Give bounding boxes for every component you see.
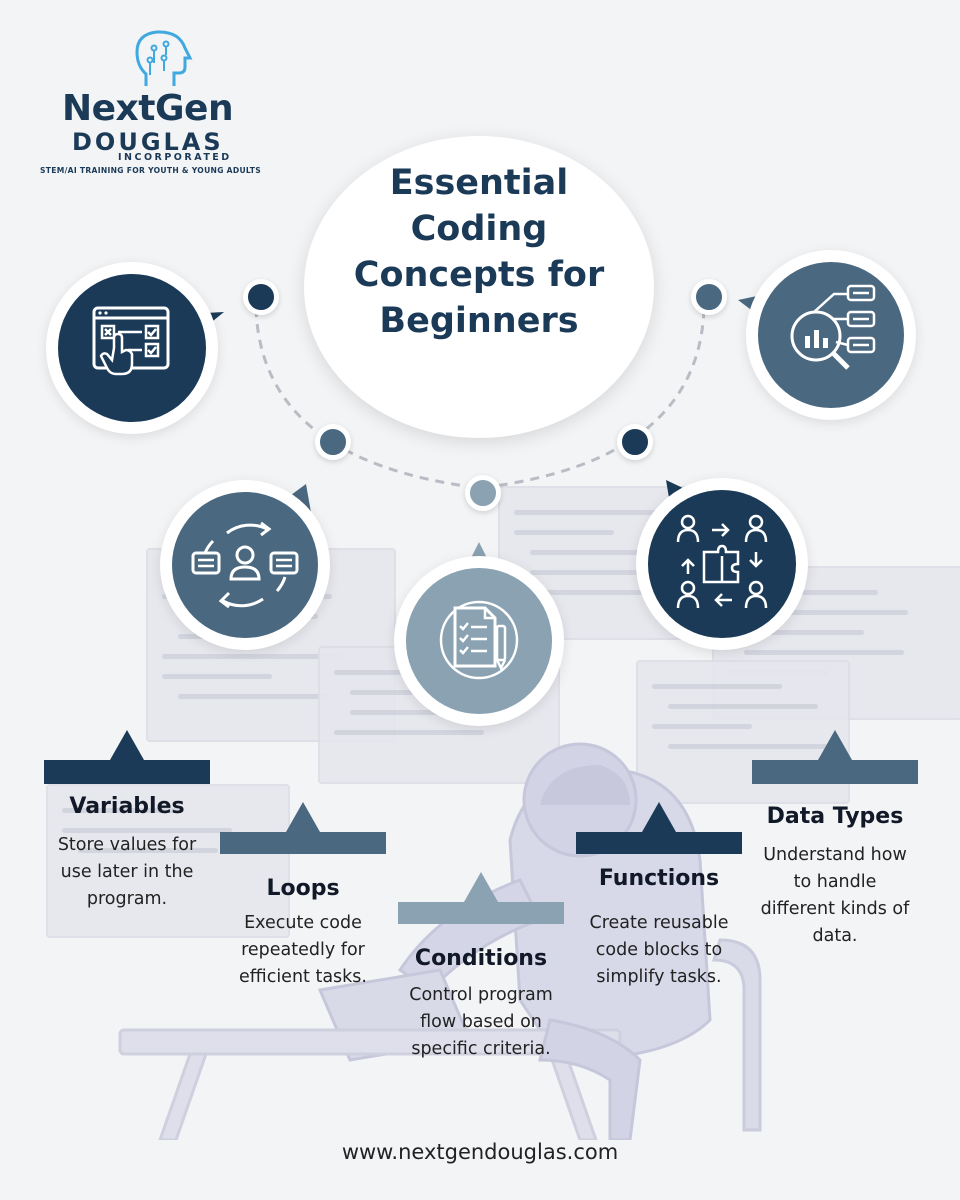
data-types-description: Understand how to handle different kinds… bbox=[742, 842, 928, 950]
title-circle bbox=[304, 136, 654, 438]
description-line: use later in the bbox=[60, 862, 194, 882]
bg-code-screen bbox=[46, 784, 290, 938]
data-types-heading: Data Types bbox=[766, 804, 904, 829]
functions-icon-badge bbox=[636, 478, 808, 650]
conditions-heading: Conditions bbox=[414, 946, 548, 971]
page-title: Essential Coding Concepts for Beginners bbox=[304, 160, 654, 344]
description-line: different kinds of bbox=[760, 899, 910, 919]
connector-dot bbox=[617, 424, 653, 460]
title-line: Essential bbox=[389, 163, 569, 203]
title-line: Concepts for bbox=[353, 255, 605, 295]
loops-heading: Loops bbox=[266, 876, 340, 901]
variables-label-bar bbox=[44, 730, 210, 784]
logo-incorporated: INCORPORATED bbox=[118, 152, 232, 163]
checklist-pencil-icon bbox=[439, 600, 519, 680]
logo-name: NextGen bbox=[62, 88, 234, 129]
functions-heading: Functions bbox=[598, 866, 720, 891]
functions-label-bar bbox=[576, 802, 742, 854]
variables-icon-badge bbox=[46, 262, 218, 434]
connector-dot bbox=[465, 475, 501, 511]
loops-label-bar bbox=[220, 802, 386, 854]
data-types-label-bar bbox=[752, 730, 918, 784]
variables-heading: Variables bbox=[69, 794, 185, 819]
description-line: to handle bbox=[793, 872, 877, 892]
connector-dot bbox=[691, 279, 727, 315]
description-line: Control program bbox=[409, 985, 553, 1005]
logo-tagline: STEM/AI TRAINING FOR YOUTH & YOUNG ADULT… bbox=[40, 166, 262, 175]
puzzle-team-icon bbox=[676, 514, 768, 609]
checklist-window-icon bbox=[92, 306, 170, 376]
description-line: Understand how bbox=[763, 845, 907, 865]
connector-dot bbox=[315, 424, 351, 460]
magnifier-chart-icon bbox=[790, 284, 876, 370]
loops-icon-badge bbox=[160, 480, 330, 650]
variables-description: Store values for use later in the progra… bbox=[34, 832, 220, 913]
data-types-icon-badge bbox=[746, 250, 916, 420]
description-line: Create reusable bbox=[589, 913, 729, 933]
description-line: flow based on bbox=[420, 1012, 542, 1032]
description-line: Execute code bbox=[244, 913, 362, 933]
description-line: simplify tasks. bbox=[596, 967, 722, 987]
connector-dot bbox=[243, 279, 279, 315]
functions-description: Create reusable code blocks to simplify … bbox=[566, 910, 752, 991]
brain-head-logo-icon bbox=[135, 30, 193, 86]
title-line: Coding bbox=[410, 209, 548, 249]
logo-surname: DOUGLAS bbox=[72, 128, 224, 156]
cycle-person-icon bbox=[191, 521, 299, 609]
website-link[interactable]: www.nextgendouglas.com bbox=[341, 1140, 619, 1164]
conditions-label-bar bbox=[398, 872, 564, 924]
description-line: efficient tasks. bbox=[239, 967, 367, 987]
loops-description: Execute code repeatedly for efficient ta… bbox=[210, 910, 396, 991]
description-line: Store values for bbox=[57, 835, 197, 855]
description-line: repeatedly for bbox=[241, 940, 365, 960]
conditions-description: Control program flow based on specific c… bbox=[378, 982, 584, 1063]
description-line: specific criteria. bbox=[411, 1039, 551, 1059]
title-line: Beginners bbox=[379, 301, 579, 341]
description-line: data. bbox=[812, 926, 858, 946]
conditions-icon-badge bbox=[394, 556, 564, 726]
description-line: code blocks to bbox=[595, 940, 723, 960]
description-line: program. bbox=[86, 889, 168, 909]
